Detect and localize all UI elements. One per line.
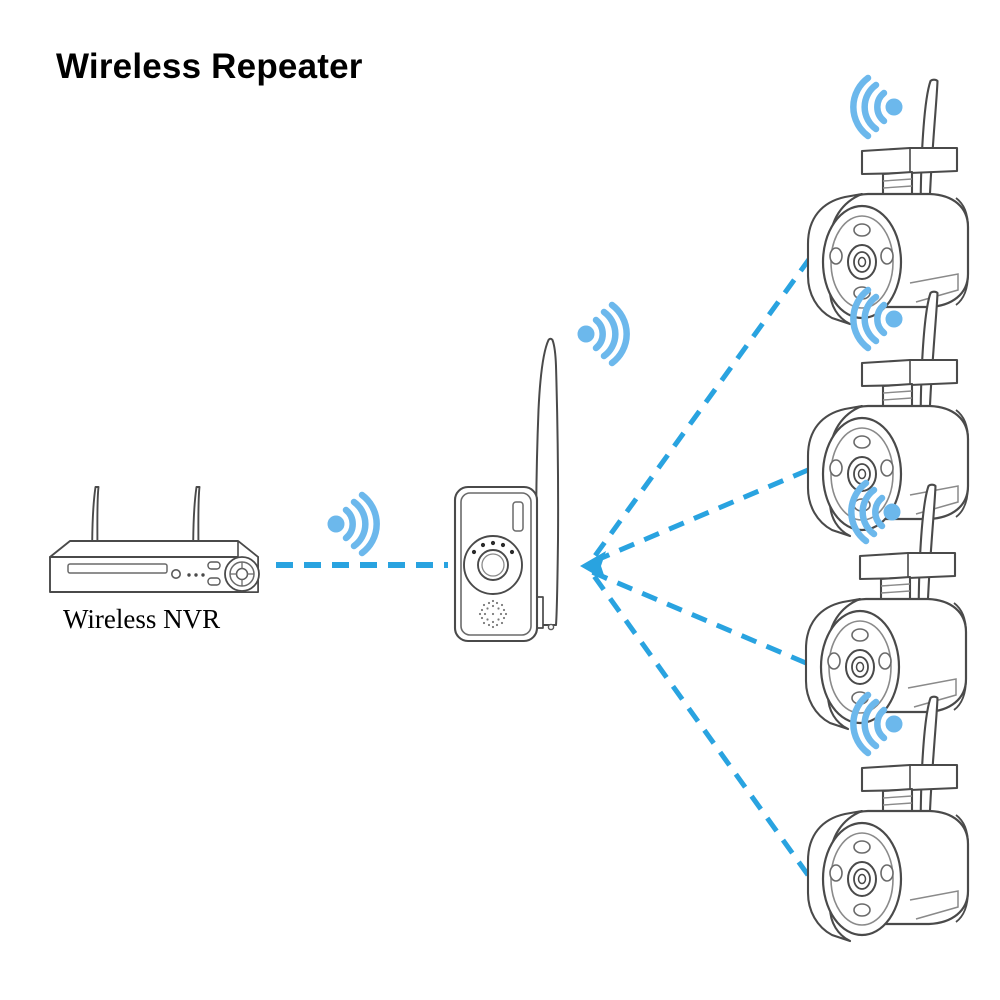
nvr-nav-pad-center[interactable] [235, 567, 249, 581]
repeater-led-dot [490, 540, 496, 546]
nvr-caption-label: Wireless NVR [63, 604, 221, 634]
repeater-hinge-screw [547, 623, 555, 631]
repeater-led-dot [509, 549, 515, 555]
nvr-led-dot [187, 573, 191, 577]
device-camera-2 [806, 290, 970, 538]
repeater-led-dot [480, 542, 486, 548]
device-camera-1 [806, 78, 970, 326]
repeater-status-slot [512, 501, 524, 532]
nvr-power-indicator [171, 568, 182, 579]
wifi-nvr-icon [328, 495, 377, 553]
link-camera-1-to-repeater [589, 256, 813, 562]
nvr-button-top[interactable] [207, 561, 221, 570]
page-title: Wireless Repeater [56, 47, 363, 86]
nvr-antenna-right [192, 486, 201, 543]
nvr-antenna-left [91, 486, 100, 543]
link-camera-4-to-repeater [591, 574, 811, 877]
link-camera-3-to-repeater [591, 569, 807, 666]
nvr-led-dot [201, 573, 205, 577]
repeater-led-dot [500, 542, 506, 548]
repeater-speaker-grille [478, 599, 508, 629]
signal-links [276, 256, 813, 877]
wifi-camera-1-icon [853, 78, 902, 136]
nvr-nav-pad-spokes [230, 562, 254, 586]
device-nvr [49, 486, 260, 593]
device-repeater [453, 337, 560, 643]
link-camera-2-to-repeater [591, 467, 809, 565]
wifi-repeater-icon [578, 305, 627, 363]
repeater-antenna [535, 337, 560, 626]
convergence-arrowhead [580, 551, 606, 581]
nvr-top-panel [49, 540, 259, 558]
device-camera-4 [806, 695, 970, 943]
nvr-button-bottom[interactable] [207, 577, 221, 586]
repeater-dial-center-inner [481, 553, 505, 577]
repeater-led-dot [471, 549, 477, 555]
nvr-led-dot [194, 573, 198, 577]
nvr-disc-slot [67, 563, 168, 574]
